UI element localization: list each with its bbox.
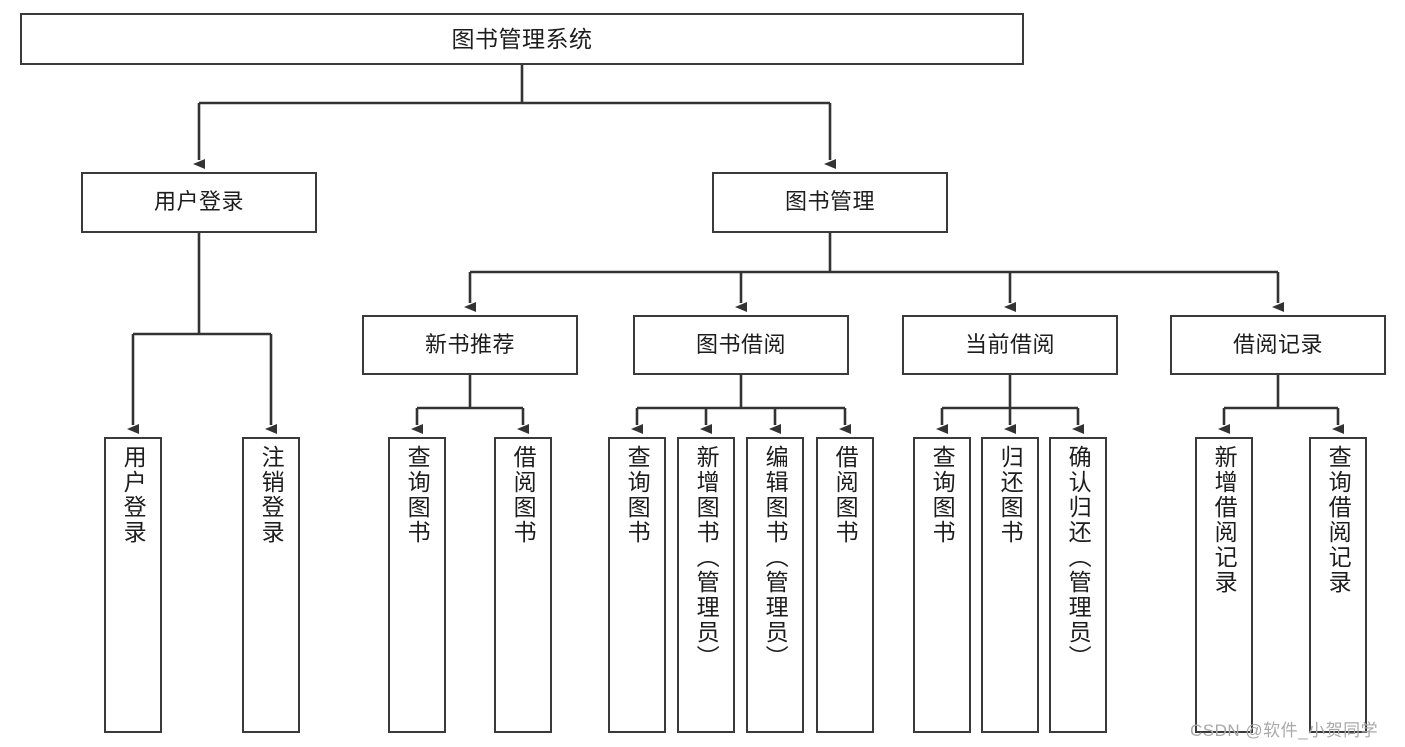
leaf-records-query-record-label: 查询借阅记录 [1325, 445, 1352, 595]
node-book-manage-label: 图书管理 [784, 189, 875, 215]
node-book-borrow[interactable]: 图书借阅 [633, 315, 849, 375]
node-current-borrow-label: 当前借阅 [964, 331, 1055, 357]
leaf-newbook-borrow-book[interactable]: 借阅图书 [494, 437, 552, 733]
node-user-login[interactable]: 用户登录 [81, 172, 317, 233]
leaf-borrow-query-book-label: 查询图书 [624, 445, 651, 545]
leaf-borrow-edit-book-label: 编辑图书（管理员） [762, 445, 789, 670]
leaf-current-confirm-return[interactable]: 确认归还（管理员） [1049, 437, 1107, 733]
node-root-label: 图书管理系统 [451, 25, 593, 52]
csdn-watermark: CSDN @软件_小贺同学 [1190, 721, 1379, 740]
node-root[interactable]: 图书管理系统 [20, 13, 1024, 65]
leaf-borrow-lend-book-label: 借阅图书 [832, 445, 859, 545]
node-book-manage[interactable]: 图书管理 [712, 172, 948, 233]
leaf-user-logout-label: 注销登录 [258, 445, 285, 545]
leaf-current-return-book[interactable]: 归还图书 [981, 437, 1039, 733]
node-new-book-recommend[interactable]: 新书推荐 [362, 315, 578, 375]
leaf-records-add-record-label: 新增借阅记录 [1211, 445, 1238, 595]
node-current-borrow[interactable]: 当前借阅 [902, 315, 1118, 375]
leaf-borrow-add-book-label: 新增图书（管理员） [693, 445, 720, 670]
node-user-login-label: 用户登录 [153, 189, 244, 215]
leaf-user-login[interactable]: 用户登录 [104, 437, 162, 733]
node-borrow-records-label: 借阅记录 [1232, 331, 1323, 357]
leaf-borrow-edit-book[interactable]: 编辑图书（管理员） [746, 437, 804, 733]
node-book-borrow-label: 图书借阅 [695, 331, 786, 357]
leaf-newbook-borrow-book-label: 借阅图书 [510, 445, 537, 545]
leaf-current-query-book-label: 查询图书 [929, 445, 956, 545]
leaf-current-query-book[interactable]: 查询图书 [913, 437, 971, 733]
leaf-user-login-label: 用户登录 [120, 445, 147, 545]
leaf-borrow-lend-book[interactable]: 借阅图书 [816, 437, 874, 733]
leaf-current-return-book-label: 归还图书 [997, 445, 1024, 545]
leaf-records-query-record[interactable]: 查询借阅记录 [1309, 437, 1367, 733]
leaf-current-confirm-return-label: 确认归还（管理员） [1065, 445, 1092, 670]
node-borrow-records[interactable]: 借阅记录 [1170, 315, 1386, 375]
node-new-book-recommend-label: 新书推荐 [424, 331, 515, 357]
leaf-borrow-add-book[interactable]: 新增图书（管理员） [677, 437, 735, 733]
leaf-newbook-query-book[interactable]: 查询图书 [388, 437, 446, 733]
leaf-user-logout[interactable]: 注销登录 [242, 437, 300, 733]
leaf-newbook-query-book-label: 查询图书 [404, 445, 431, 545]
leaf-borrow-query-book[interactable]: 查询图书 [608, 437, 666, 733]
leaf-records-add-record[interactable]: 新增借阅记录 [1195, 437, 1253, 733]
